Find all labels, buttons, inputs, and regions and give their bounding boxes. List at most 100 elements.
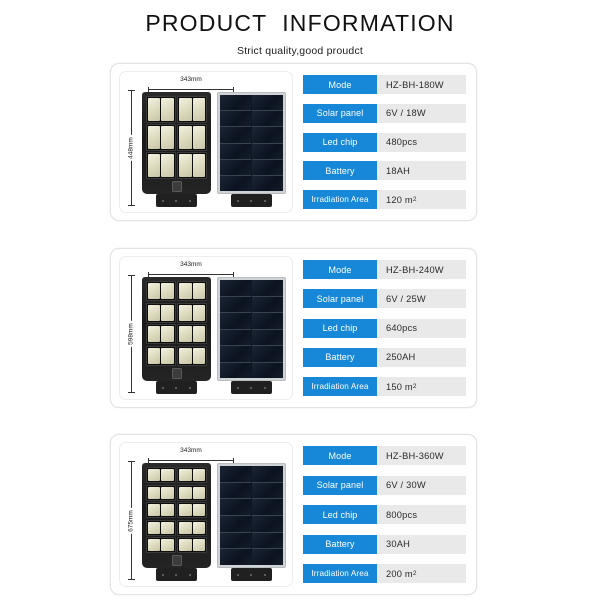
solar-cell-column [220,466,251,565]
solar-cell-column [252,280,283,378]
spec-label-mode: Mode [303,260,377,279]
led-chip-cell [148,504,161,516]
led-chip-cell [161,504,174,516]
solar-cell [220,346,251,362]
width-dimension-label: 343mm [178,76,204,83]
led-module [146,152,176,179]
solar-cell [252,111,283,127]
irradiation-area-unit: m [404,568,413,579]
led-grid [146,281,207,366]
led-chip-cell [148,304,161,321]
led-chip-cell [148,521,161,534]
product-card: 343mm 598mm [110,248,477,408]
bracket-bolt-icon [162,199,165,202]
bracket-bolt-icon [162,573,165,576]
solar-cell [220,499,251,515]
spec-row-led-chip: Led chip 640pcs [303,318,466,338]
led-module [146,124,176,151]
lamp-mounting-bracket [156,194,197,207]
dimension-line [148,89,234,90]
width-dimension-label: 343mm [178,261,204,268]
solar-cell [220,466,251,482]
lamp-body [142,92,211,194]
height-dimension-label: 448mm [126,135,136,161]
led-module [177,484,207,501]
led-chip-cell [148,283,161,300]
solar-cell-grid [220,280,283,378]
led-module [146,281,176,302]
height-dimension-label: 598mm [126,321,136,347]
led-module [146,324,176,345]
lamp-sensor-icon [171,368,182,379]
spec-label-mode: Mode [303,446,377,465]
page-title: PRODUCT INFORMATION [145,10,455,36]
spec-value-led-chip: 800pcs [377,505,466,524]
bracket-bolt-icon [175,573,178,576]
dimension-cap-right [233,458,234,464]
led-chip-cell [192,304,205,321]
spec-row-battery: Battery 18AH [303,161,466,181]
solar-cell-column [252,95,283,191]
bracket-bolt-icon [188,199,191,202]
spec-label-irradiation-area: Irradiation Area [303,564,377,583]
led-module [146,519,176,536]
solar-cell [252,280,283,296]
dimension-line [148,274,234,275]
led-chip-cell [161,283,174,300]
bracket-bolt-icon [175,199,178,202]
bracket-bolt-icon [162,386,165,389]
led-module [146,96,176,123]
solar-cell [252,143,283,159]
led-chip-cell [148,326,161,343]
solar-cell [252,482,283,499]
solar-cell [220,313,251,329]
led-module [177,537,207,553]
led-grid [146,96,207,179]
spec-table: Mode HZ-BH-180W Solar panel 6V / 18W Led… [299,71,468,213]
page-subtitle: Strict quality,good proudct [236,45,364,57]
spec-value-led-chip: 480pcs [377,132,466,152]
solar-cell-column [252,466,283,565]
led-module [177,324,207,345]
solar-cell [220,362,251,378]
bracket-bolt-icon [237,199,240,202]
led-chip-cell [148,154,161,177]
irradiation-area-unit: m [404,194,413,205]
led-module [146,484,176,501]
led-module [146,302,176,323]
street-lamp-image [142,277,211,394]
spec-label-solar-panel: Solar panel [303,103,377,123]
solar-cell [220,482,251,499]
led-chip-cell [179,539,192,551]
dimension-cap-bottom [128,579,135,580]
width-dimension-label: 343mm [178,447,204,454]
solar-cell [220,143,251,159]
led-chip-cell [179,304,192,321]
led-module [177,96,207,123]
led-chip-cell [192,283,205,300]
bracket-bolt-icon [188,573,191,576]
solar-panel-body [217,92,286,194]
led-module [177,519,207,536]
led-chip-cell [179,486,192,499]
led-chip-cell [161,539,174,551]
led-chip-cell [148,98,161,121]
led-chip-cell [161,326,174,343]
dimension-cap-top [128,90,135,91]
bracket-bolt-icon [263,199,266,202]
bracket-bolt-icon [250,386,253,389]
street-lamp-image [142,92,211,207]
solar-cell [252,159,283,175]
solar-cell [252,296,283,312]
solar-cell [220,175,251,191]
spec-label-battery: Battery [303,534,377,554]
solar-cell [220,532,251,549]
led-chip-cell [148,469,161,481]
product-image-panel: 343mm 675mm [119,442,293,587]
irradiation-area-exponent: 2 [412,383,417,390]
led-chip-cell [192,154,205,177]
bracket-bolt-icon [250,573,253,576]
solar-panel-image [217,92,286,207]
